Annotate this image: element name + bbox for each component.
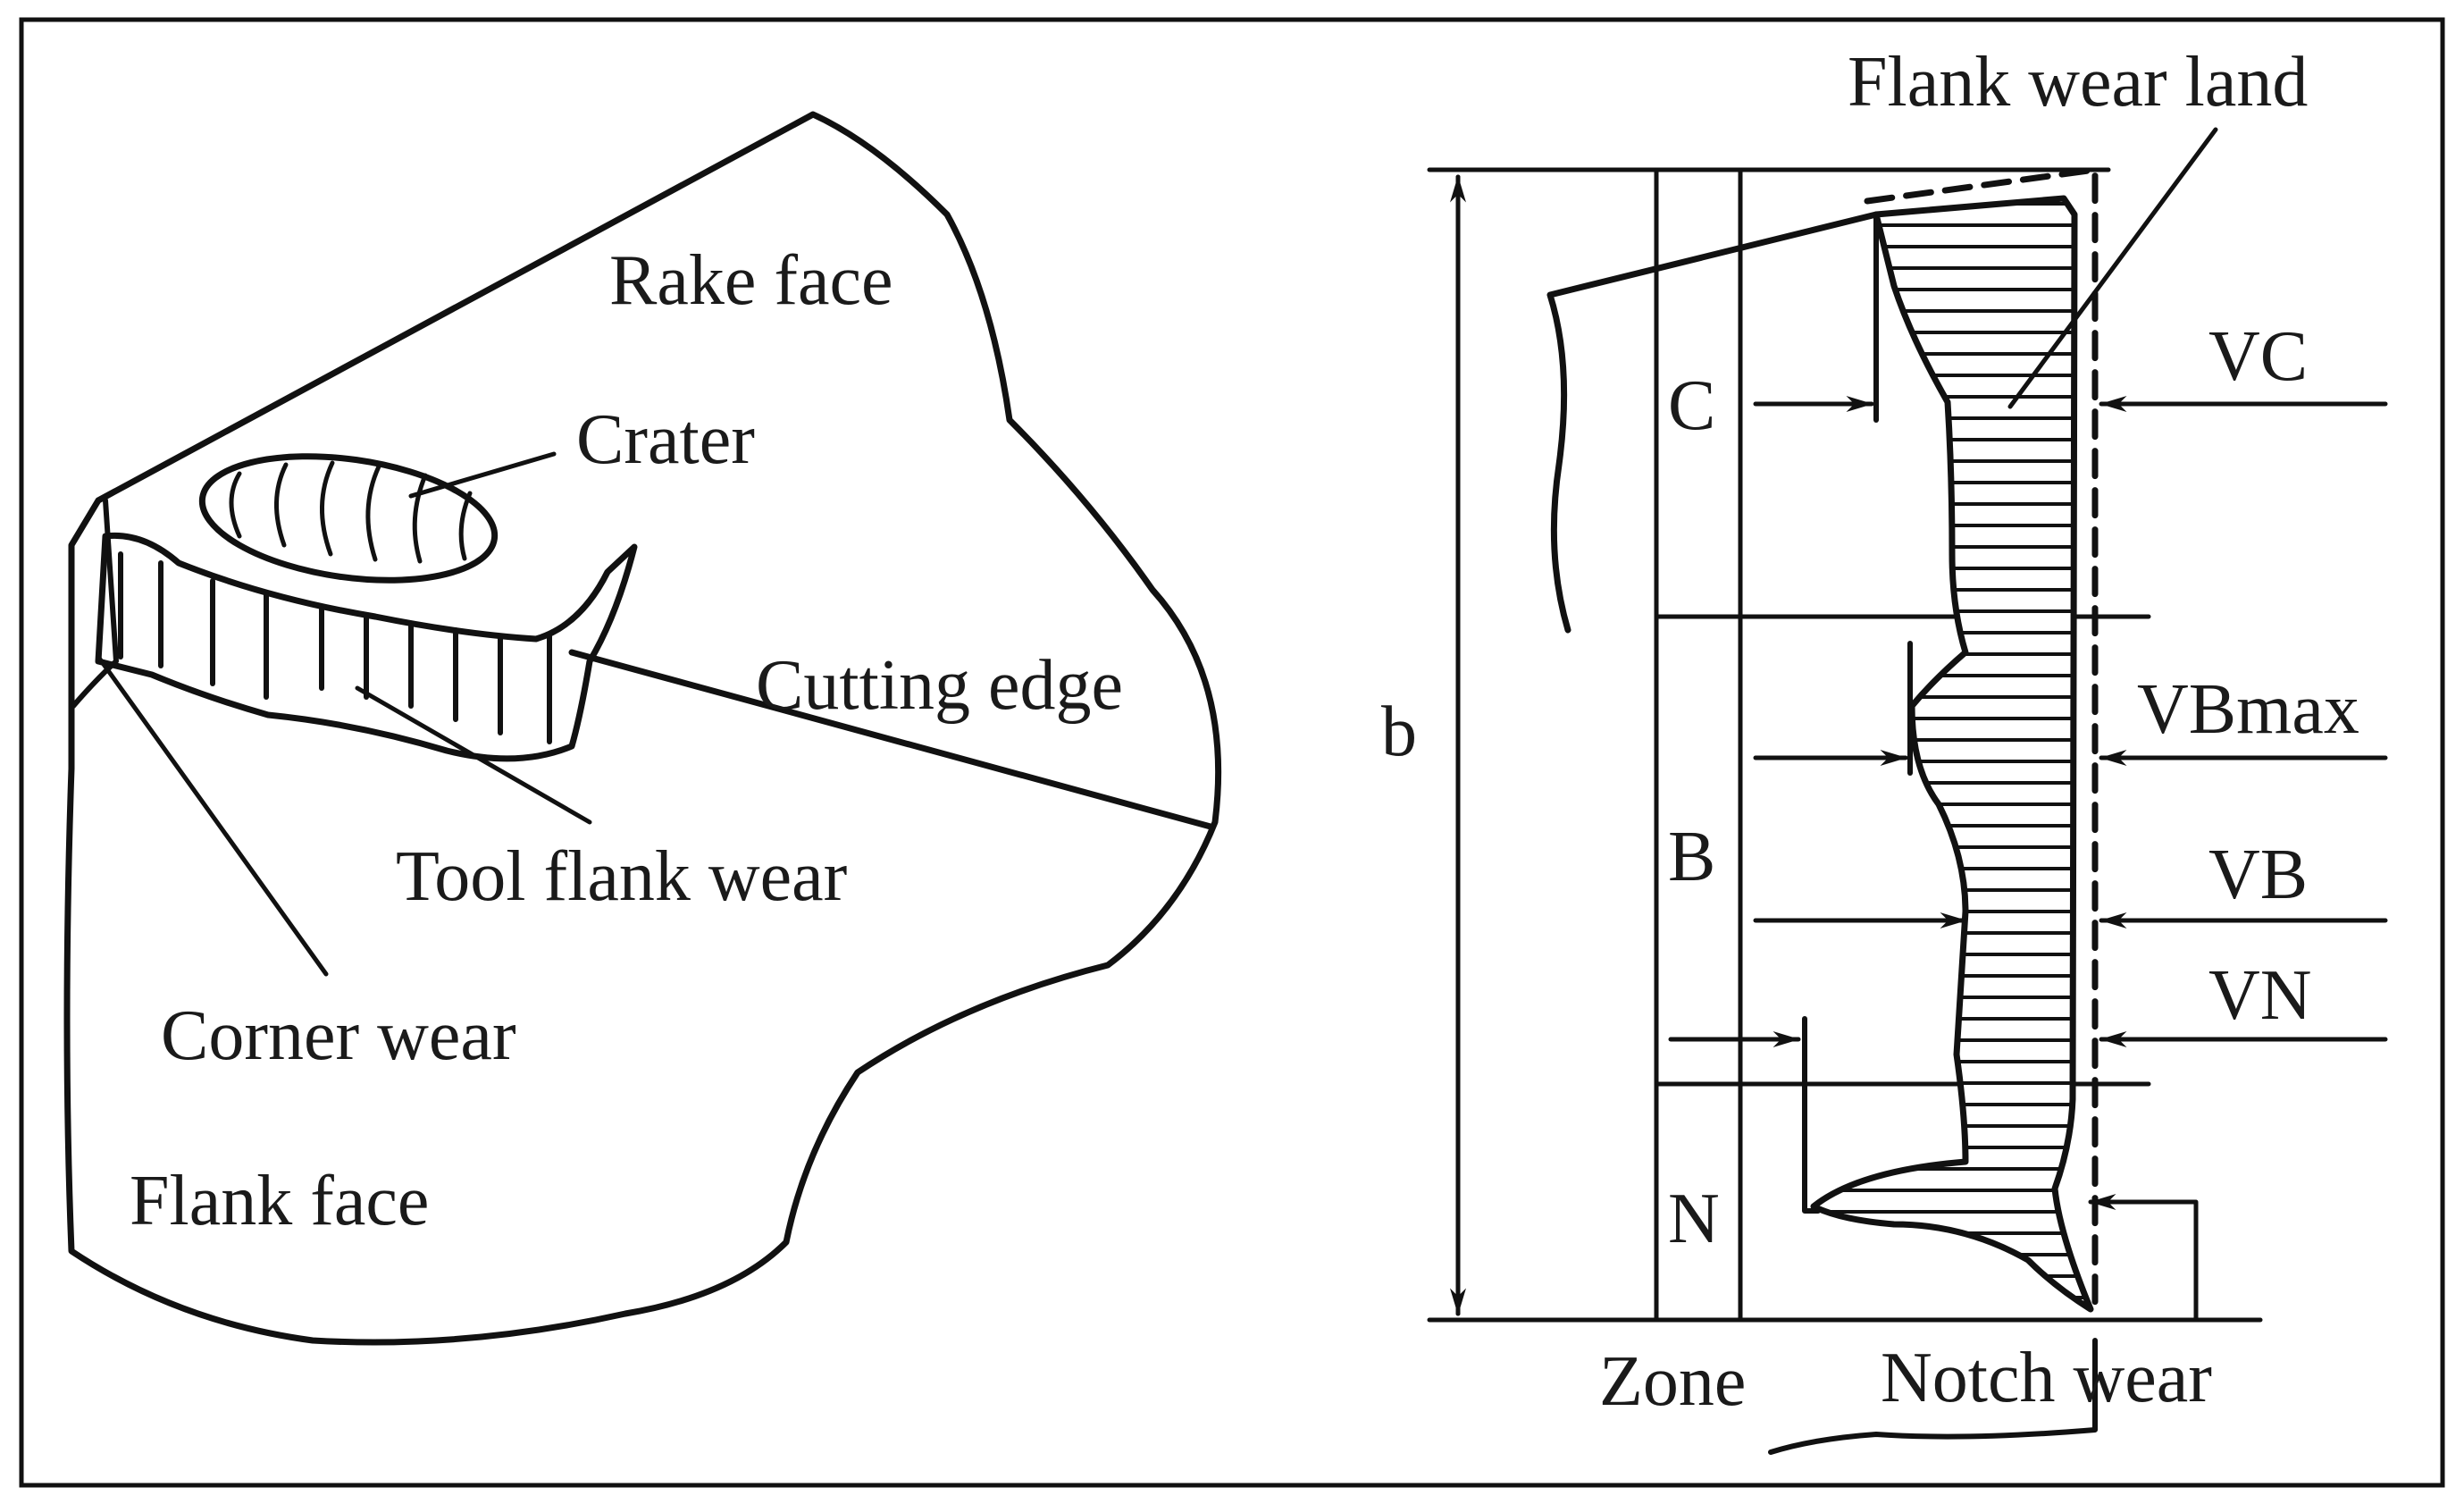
crater-leader [408,451,557,499]
flank-wear-land [95,532,638,762]
left-tool-figure: Rake face Crater Cutting edge Tool flank… [63,111,1222,1346]
rake-face-label: Rake face [609,241,893,320]
flank-wear-land-label: Flank wear land [1848,43,2308,122]
cutting-edge-line [568,649,1214,830]
crater-shape [198,453,499,584]
zone-label: Zone [1599,1342,1746,1421]
right-wear-figure: b C B N Flank [1381,43,2388,1455]
rake-edge-fragment [1546,211,1880,634]
vn-label: VN [2208,956,2312,1035]
vb-label: VB [2208,836,2308,914]
vc-label: VC [2208,317,2308,396]
tool-flank-wear-label: Tool flank wear [396,837,847,916]
vbmax-label: VBmax [2137,670,2359,749]
crater-label: Crater [576,400,755,479]
original-edge-dashed [1864,166,2099,1317]
flank-wear-land-shape [1810,195,2094,1313]
zone-n-label: N [1668,1180,1720,1258]
notch-wear-label: Notch wear [1881,1339,2212,1417]
dimension-b-label: b [1381,693,1417,771]
zone-b-label: B [1668,818,1715,896]
zone-c-label: C [1668,366,1715,445]
corner-wear-label: Corner wear [161,996,516,1075]
cutting-edge-label: Cutting edge [756,646,1123,725]
tool-flank-wear-leader [355,685,592,825]
tool-outline [63,111,1222,1346]
flank-face-label: Flank face [130,1162,429,1240]
corner-edge [71,498,119,709]
flank-wear-land-leader [2007,127,2218,409]
corner-wear-leader [96,654,329,977]
outer-border [19,17,2445,1488]
